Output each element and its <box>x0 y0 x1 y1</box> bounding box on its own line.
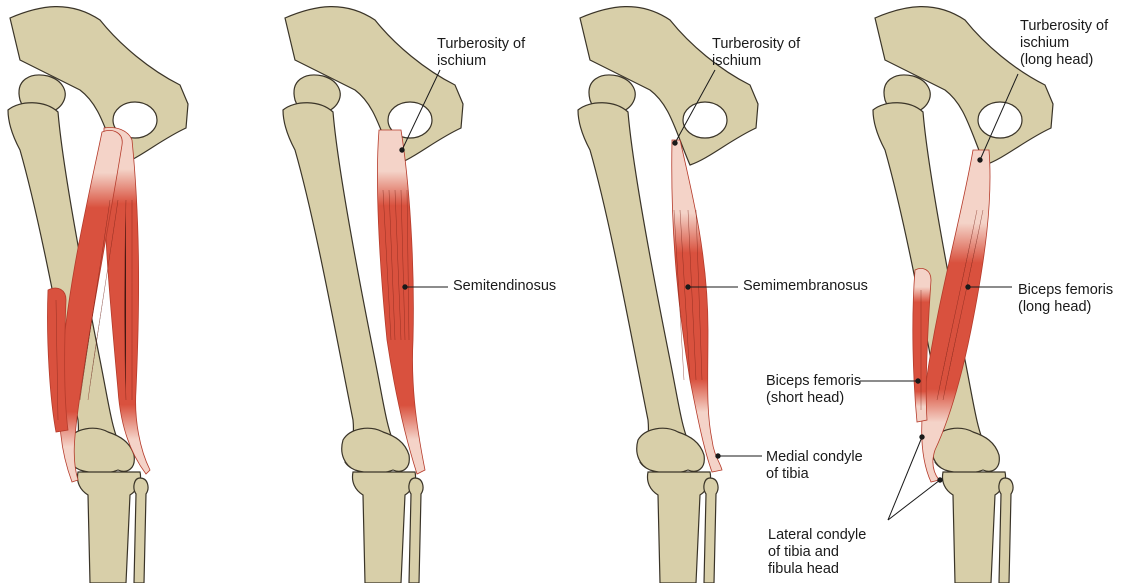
label-biceps-origin: Turberosity of ischium (long head) <box>1020 18 1108 69</box>
panel-semitendinosus <box>283 7 463 583</box>
label-semitendinosus-origin: Turberosity of ischium <box>437 36 525 70</box>
label-biceps-long-head: Biceps femoris (long head) <box>1018 282 1113 316</box>
label-semimembranosus: Semimembranosus <box>743 278 868 295</box>
label-medial-condyle: Medial condyle of tibia <box>766 449 863 483</box>
label-lateral-condyle: Lateral condyle of tibia and fibula head <box>768 527 866 578</box>
label-semimembranosus-origin: Turberosity of ischium <box>712 36 800 70</box>
label-biceps-short-head: Biceps femoris (short head) <box>766 373 861 407</box>
panel-semimembranosus <box>578 7 758 583</box>
panel-all-hamstrings <box>8 7 188 583</box>
label-semitendinosus: Semitendinosus <box>453 278 556 295</box>
